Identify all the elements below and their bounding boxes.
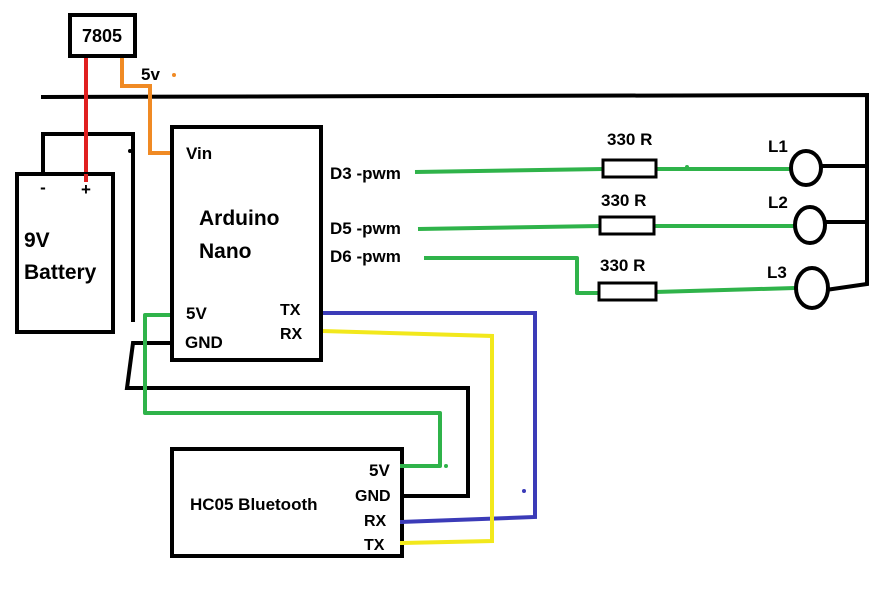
regulator-box	[68, 13, 137, 58]
led-2-label: L2	[768, 193, 788, 212]
resistor-3	[597, 281, 658, 302]
d5-pwm-label: D5 -pwm	[330, 219, 401, 238]
arduino-tx-label: TX	[280, 302, 301, 319]
bluetooth-name-label: HC05 Bluetooth	[190, 495, 318, 514]
signal-wires	[143, 167, 796, 468]
d6-pwm-label: D6 -pwm	[330, 247, 401, 266]
d3-to-r1-wire	[414, 167, 604, 174]
bluetooth-gnd-label: GND	[355, 488, 391, 505]
arduino-name-line1: Arduino	[199, 207, 279, 230]
battery-label-line2: Battery	[24, 261, 97, 284]
battery-label-line1: 9V	[24, 229, 50, 252]
battery-box	[15, 172, 115, 334]
resistor-1-label: 330 R	[607, 130, 652, 149]
top-ground-rail	[40, 92, 869, 293]
bluetooth-module-box	[170, 447, 404, 558]
arduino-nano-box	[170, 125, 323, 362]
led-1	[789, 149, 823, 187]
arduino-5v-label: 5V	[186, 304, 207, 323]
led-3	[794, 266, 830, 310]
arduino-gnd-label: GND	[185, 333, 223, 352]
rx-to-tx-wire	[321, 329, 494, 545]
tx-to-rx-wire	[322, 311, 537, 524]
ground-wires	[40, 92, 869, 498]
blue-dot	[522, 489, 526, 493]
regulator-output-label: 5v	[141, 65, 160, 84]
regulator-label: 7805	[82, 26, 122, 46]
battery-plus-label: +	[81, 180, 91, 199]
ground-junction-dot	[128, 149, 132, 153]
d6-to-r3-wire	[424, 256, 600, 295]
bluetooth-tx-label: TX	[364, 537, 385, 554]
regulator-output-wire	[120, 58, 176, 155]
led-1-label: L1	[768, 137, 788, 156]
led-3-label: L3	[767, 263, 787, 282]
orange-dot	[172, 73, 176, 77]
led-2	[793, 205, 827, 245]
resistor-2-label: 330 R	[601, 191, 646, 210]
green-dot-2	[444, 464, 448, 468]
bluetooth-5v-label: 5V	[369, 461, 390, 480]
d5-to-r2-wire	[417, 224, 601, 231]
arduino-vin-label: Vin	[186, 144, 212, 163]
resistor-2	[598, 215, 656, 236]
arduino-rx-label: RX	[280, 326, 303, 343]
bluetooth-rx-label: RX	[364, 513, 387, 530]
r3-to-l3-wire	[654, 286, 796, 294]
arduino-name-line2: Nano	[199, 240, 252, 263]
resistor-1	[601, 158, 658, 179]
nano-5v-to-bt-5v-wire	[143, 313, 442, 468]
nano-gnd-wire	[124, 341, 470, 498]
d3-pwm-label: D3 -pwm	[330, 164, 401, 183]
green-dot	[685, 165, 689, 169]
battery-minus-label: -	[40, 178, 46, 197]
resistor-3-label: 330 R	[600, 256, 645, 275]
